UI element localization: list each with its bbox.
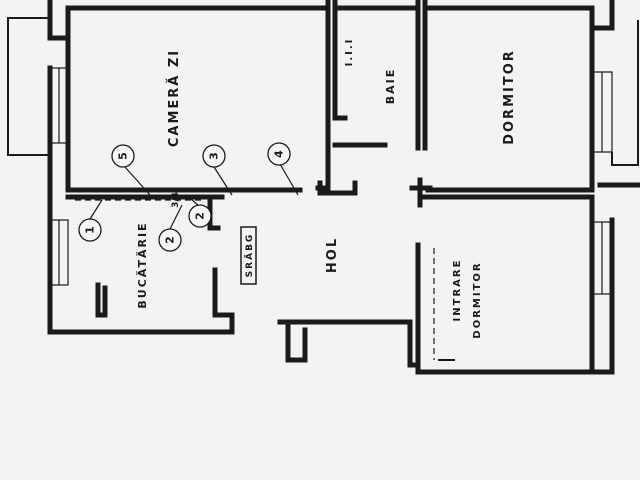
- label-intrare: INTRARE: [452, 259, 463, 322]
- marker-2a: 2: [158, 228, 182, 252]
- label-intrare-dormitor: DORMITOR: [472, 261, 483, 338]
- label-srabg: SRĂBG: [243, 233, 255, 278]
- svg-text:2: 2: [194, 212, 207, 220]
- bedroom2-left-wall: [415, 217, 615, 375]
- label-baie-code: I.I.I: [344, 38, 355, 67]
- marker-4: 4: [267, 142, 291, 166]
- marker-2b: 2: [188, 204, 212, 228]
- kitchen-bottom-wall: [47, 267, 235, 335]
- leader-5: [124, 166, 151, 196]
- kitchen-counter: [95, 282, 108, 318]
- hall-entrance-wall: [277, 319, 421, 368]
- bath-door-jamb: [317, 180, 358, 196]
- bath-left-wall: [332, 5, 348, 121]
- leader-1: [89, 199, 103, 220]
- left-balcony-outline: [7, 17, 50, 156]
- marker-5: 5: [111, 144, 135, 168]
- living-right-wall: [315, 5, 331, 191]
- svg-text:1: 1: [84, 226, 97, 234]
- label-srabg-box: SRĂBG: [240, 226, 257, 285]
- top-wall-living: [47, 0, 331, 41]
- label-dormitor: DORMITOR: [502, 49, 517, 145]
- svg-text:3: 3: [208, 152, 221, 160]
- top-wall-bedroom: [422, 0, 615, 31]
- label-baie: BAIE: [384, 68, 397, 105]
- kitchen-inner-partition: [207, 194, 221, 231]
- svg-text:5: 5: [117, 152, 130, 160]
- leader-3: [213, 166, 233, 196]
- label-camera-zi: CAMERĂ ZI: [166, 49, 182, 147]
- label-hol: HOL: [325, 237, 340, 273]
- label-bucatarie: BUCĂTĂRIE: [136, 221, 149, 308]
- top-wall-bath: [332, 0, 421, 11]
- hall-entrance-jamb: [285, 319, 308, 363]
- measure-note: 3/4: [171, 192, 181, 208]
- right-balcony-outline: [611, 20, 639, 166]
- leader-4: [279, 163, 299, 196]
- marker-3: 3: [202, 144, 226, 168]
- marker-1: 1: [78, 218, 102, 242]
- svg-text:2: 2: [164, 236, 177, 244]
- leader-2a: [169, 204, 183, 230]
- svg-text:4: 4: [273, 150, 286, 158]
